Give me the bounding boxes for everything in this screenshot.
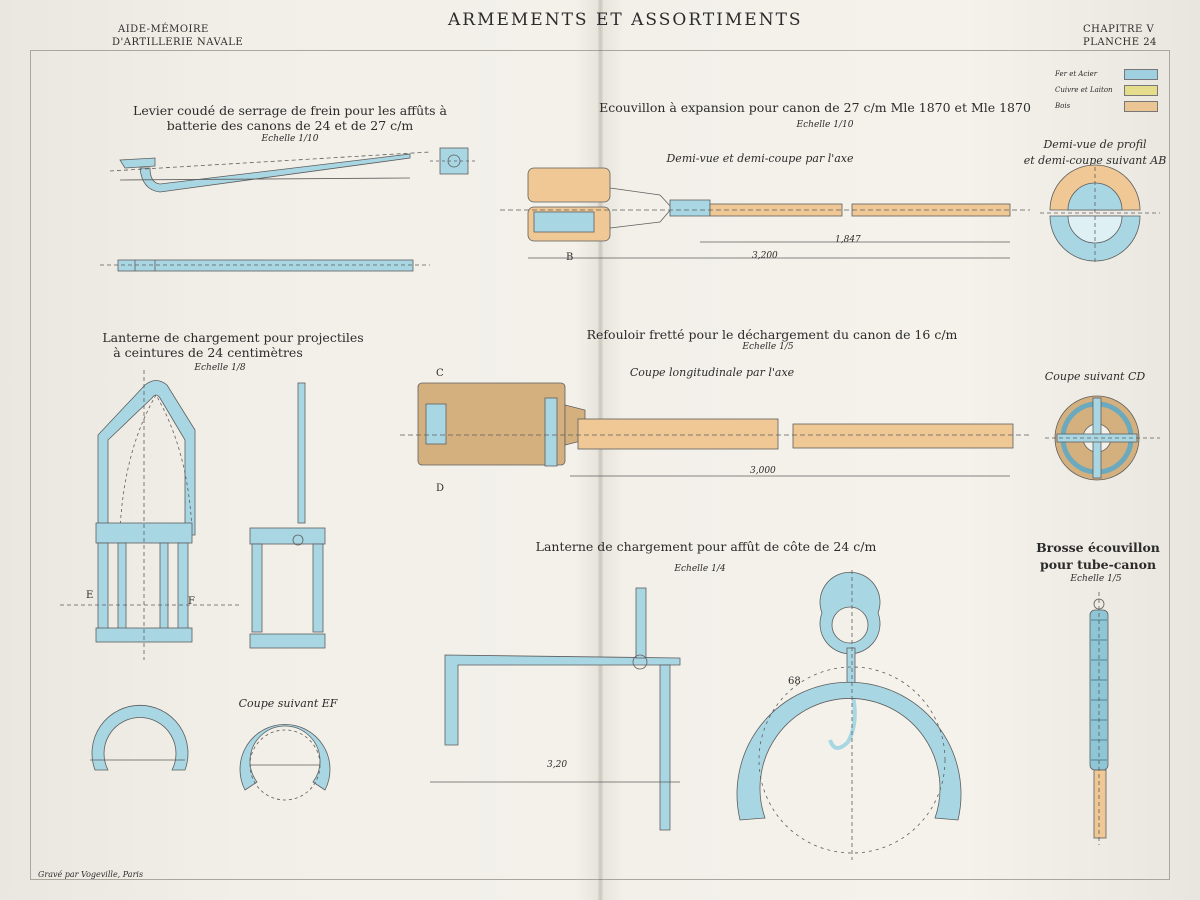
lanterne1-side-view	[249, 382, 326, 649]
lanterne1-sections	[90, 704, 331, 801]
coupe-ef-title: Coupe suivant EF	[238, 697, 338, 710]
ecouvillon-scale: Echelle 1/10	[796, 120, 854, 130]
label-b: B	[566, 252, 574, 263]
lanterne1-title-2: à ceintures de 24 centimètres	[113, 345, 303, 360]
levier-side-view	[109, 151, 431, 193]
refouloir-head	[417, 382, 586, 467]
label-d: D	[436, 483, 445, 494]
brosse-title-1: Brosse écouvillon	[1036, 540, 1160, 555]
label-e: E	[86, 590, 94, 601]
levier-end-view	[430, 147, 478, 175]
label-c: C	[436, 368, 444, 379]
refouloir-section-cd	[1045, 395, 1160, 481]
ecouvillon-dim-total: 3,200	[752, 251, 778, 261]
legend-iron-swatch	[1124, 69, 1158, 80]
ecouvillon-ferrule	[669, 199, 711, 217]
levier-plan-view	[100, 259, 430, 272]
label-f: F	[188, 596, 195, 607]
brosse-scale: Echelle 1/5	[1070, 574, 1122, 584]
header-left-line2: D'ARTILLERIE NAVALE	[112, 37, 244, 48]
refouloir-section-title: Coupe suivant CD	[1044, 370, 1146, 383]
refouloir-title: Refouloir fretté pour le déchargement du…	[586, 327, 958, 342]
header-left-line1: AIDE-MÉMOIRE	[118, 24, 209, 35]
lanterne2-ring	[736, 570, 962, 860]
legend-wood-label: Bois	[1055, 102, 1071, 110]
brosse-brush	[1089, 592, 1109, 845]
lanterne2-scale: Echelle 1/4	[674, 564, 726, 574]
refouloir-view: Coupe longitudinale par l'axe	[629, 366, 795, 379]
brosse-title-2: pour tube-canon	[1039, 557, 1157, 572]
lanterne2-dim-68: 68	[788, 676, 801, 687]
levier-scale: Echelle 1/10	[261, 134, 319, 144]
ecouvillon-brush-head	[527, 167, 673, 242]
profil-title-1: Demi-vue de profil	[1043, 138, 1147, 151]
refouloir-dim-total: 3,000	[750, 466, 776, 476]
ecouvillon-view: Demi-vue et demi-coupe par l'axe	[666, 152, 854, 165]
levier-title-2: batterie des canons de 24 et de 27 c/m	[166, 118, 414, 133]
refouloir-scale: Echelle 1/5	[742, 342, 794, 352]
legend-brass-label: Cuivre et Laiton	[1055, 86, 1113, 94]
legend-brass-swatch	[1124, 85, 1158, 96]
levier-title-1: Levier coudé de serrage de frein pour le…	[133, 103, 447, 118]
lanterne2-title: Lanterne de chargement pour affût de côt…	[535, 539, 877, 554]
ecouvillon-title: Ecouvillon à expansion pour canon de 27 …	[599, 100, 1031, 115]
chapter-label: CHAPITRE V	[1083, 24, 1155, 35]
lanterne1-title-1: Lanterne de chargement pour projectiles	[102, 330, 364, 345]
lanterne2-dim-width: 3,20	[547, 760, 568, 770]
lanterne2-bracket	[430, 587, 681, 831]
refouloir-handle	[400, 418, 1030, 477]
plate-border	[30, 50, 1170, 880]
legend-iron-label: Fer et Acier	[1055, 70, 1098, 78]
legend-wood-swatch	[1124, 101, 1158, 112]
planche-label: PLANCHE 24	[1083, 37, 1157, 48]
center-fold	[598, 0, 603, 900]
lanterne1-front-view	[60, 370, 240, 660]
ecouvillon-handle	[500, 203, 1030, 259]
ecouvillon-dim-handle: 1,847	[835, 235, 861, 245]
ecouvillon-profile	[1040, 160, 1160, 265]
plate-title: ARMEMENTS ET ASSORTIMENTS	[448, 10, 803, 30]
engraver-credit: Gravé par Vogeville, Paris	[38, 870, 144, 879]
lanterne1-scale: Echelle 1/8	[194, 363, 246, 373]
